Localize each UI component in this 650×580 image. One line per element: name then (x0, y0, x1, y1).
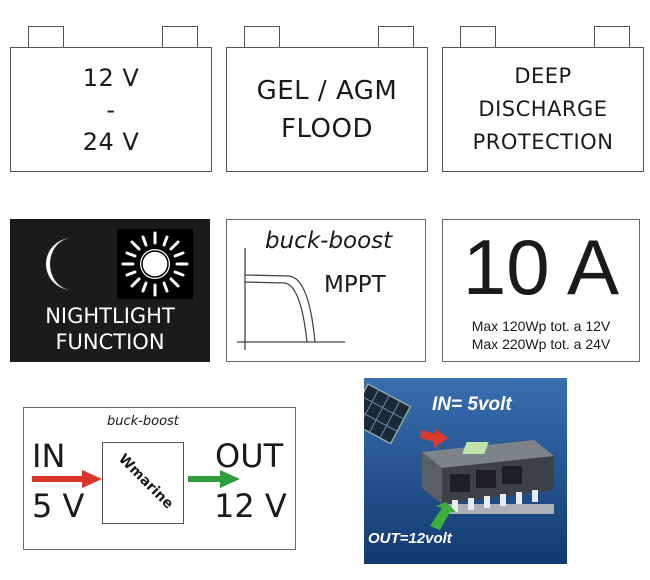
battery-protection-icon: DEEP DISCHARGE PROTECTION (442, 26, 644, 172)
battery-terminal (594, 26, 630, 48)
battery-text-line: 24 V (82, 127, 140, 156)
iv-curve-icon (237, 248, 345, 350)
brand-label: Wmarine (115, 451, 177, 513)
output-voltage: 12 V (214, 487, 287, 525)
battery-terminal (244, 26, 280, 48)
photo-output-text: OUT=12volt (368, 530, 452, 547)
input-voltage: 5 V (32, 487, 85, 525)
nightlight-feature-tile: NIGHTLIGHT FUNCTION (10, 219, 210, 362)
battery-text-line: 12 V (82, 63, 140, 92)
battery-body: 12 V - 24 V (10, 47, 212, 172)
max-power-24v: Max 220Wp tot. a 24V (471, 336, 611, 352)
converter-diagram: buck-boost IN 5 V Wmarine OUT 12 V (23, 407, 296, 550)
output-arrow-icon (188, 470, 240, 488)
input-arrow-icon (32, 470, 102, 488)
max-power-12v: Max 120Wp tot. a 12V (471, 318, 611, 334)
battery-text-line: - (106, 95, 116, 124)
battery-text-line: FLOOD (281, 113, 373, 144)
current-rating-tile: 10 A Max 120Wp tot. a 12V Max 220Wp tot.… (442, 219, 640, 362)
battery-text-line: DEEP (514, 64, 572, 88)
input-label: IN (32, 437, 66, 475)
charger-illustration (364, 378, 567, 564)
buck-boost-label: buck-boost (107, 414, 179, 429)
sun-icon (117, 229, 193, 299)
output-label: OUT (215, 437, 284, 475)
battery-terminal (28, 26, 64, 48)
product-photo: IN= 5volt OUT=12volt (364, 378, 567, 564)
nightlight-label: NIGHTLIGHT (45, 304, 175, 328)
battery-terminal (378, 26, 414, 48)
mppt-feature-tile: buck-boost MPPT (226, 219, 426, 362)
current-value: 10 A (462, 223, 620, 311)
converter-chip: Wmarine (102, 442, 184, 524)
buck-boost-label: buck-boost (265, 228, 393, 254)
nightlight-label: FUNCTION (55, 330, 165, 354)
battery-terminal (162, 26, 198, 48)
battery-text-line: GEL / AGM (256, 75, 398, 106)
moon-icon (46, 238, 72, 290)
photo-input-text: IN= 5volt (432, 394, 512, 415)
battery-body: DEEP DISCHARGE PROTECTION (442, 47, 644, 172)
battery-text-line: PROTECTION (472, 130, 614, 154)
mppt-label: MPPT (324, 272, 386, 298)
battery-text-line: DISCHARGE (478, 97, 608, 121)
battery-type-icon: GEL / AGM FLOOD (226, 26, 428, 172)
battery-body: GEL / AGM FLOOD (226, 47, 428, 172)
battery-terminal (460, 26, 496, 48)
battery-voltage-icon: 12 V - 24 V (10, 26, 212, 172)
